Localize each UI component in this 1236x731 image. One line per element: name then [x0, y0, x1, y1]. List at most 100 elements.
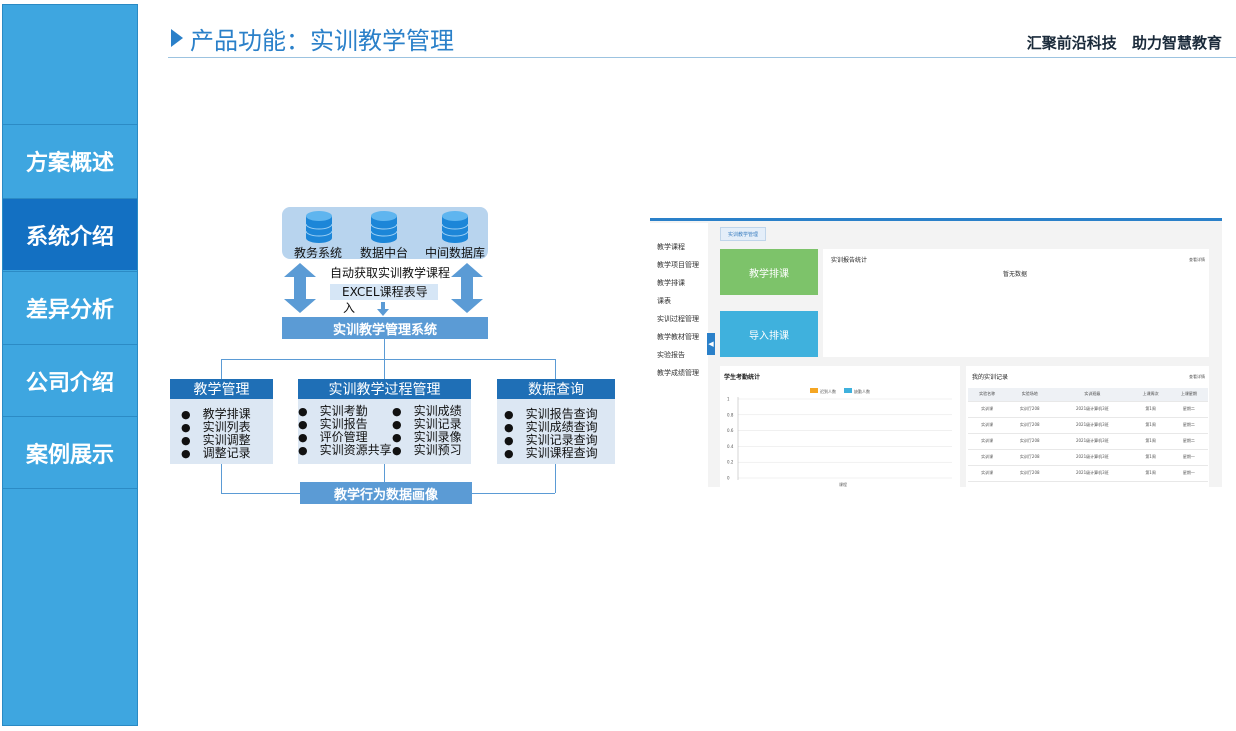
table-cell: 星期一	[1169, 449, 1208, 466]
table-cell: 实训课	[968, 433, 1007, 450]
database-icon	[441, 211, 469, 243]
table-cell: 2021级计算机3班	[1053, 401, 1132, 418]
app-menu-item[interactable]: 教学成绩管理	[657, 369, 699, 377]
table-cell: 实训厅208	[1006, 417, 1054, 434]
collapse-sidebar-icon[interactable]: ◀	[707, 333, 715, 355]
connector	[472, 493, 555, 494]
table-cell: 第1周	[1131, 417, 1170, 434]
connector	[555, 464, 556, 493]
schedule-button[interactable]: 教学排课	[720, 249, 818, 295]
connector	[221, 464, 222, 493]
table-cell: 实训课	[968, 401, 1007, 418]
sidebar-item-case-showcase[interactable]: 案例展示	[3, 416, 137, 488]
card-title: 实训报告统计	[831, 257, 868, 264]
legend-label: 缺勤人数	[854, 388, 870, 394]
module-item: 实训预习	[392, 444, 462, 457]
table-cell: 第1周	[1131, 433, 1170, 450]
table-header-row: 实验名称实验场地实训班级上课周次上课星期	[968, 388, 1208, 402]
view-details-link[interactable]: 查看详情	[1189, 374, 1205, 379]
import-schedule-button[interactable]: 导入排课	[720, 311, 818, 357]
y-tick-label: 0	[727, 476, 730, 481]
module-item: 调整记录	[181, 447, 251, 460]
y-tick-label: 0.8	[727, 412, 734, 417]
module-item: 实训记录查询	[504, 434, 598, 447]
module-title: 教学管理	[170, 379, 273, 399]
connector	[384, 339, 385, 359]
app-menu-item[interactable]: 教学项目管理	[657, 261, 699, 269]
down-arrow-icon	[377, 302, 389, 316]
table-cell: 2021级计算机3班	[1053, 433, 1132, 450]
empty-state: 暂无数据	[1003, 271, 1028, 278]
page-title: 产品功能：实训教学管理	[190, 27, 454, 55]
system-bar: 实训教学管理系统	[282, 317, 488, 339]
module-item: 实训课程查询	[504, 447, 598, 460]
x-tick-label: 课程	[839, 481, 847, 487]
sidebar-item-overview[interactable]: 方案概述	[3, 124, 137, 196]
table-cell: 实训厅208	[1006, 465, 1054, 482]
sidebar-item-system-intro[interactable]: 系统介绍	[3, 198, 137, 270]
legend-swatch-late	[810, 388, 818, 393]
module-title: 数据查询	[497, 379, 615, 399]
module-title: 实训教学过程管理	[298, 379, 471, 399]
module-item: 实训录像	[392, 431, 462, 444]
module-item: 实训成绩	[392, 405, 462, 418]
excel-import-wrap: 入	[343, 301, 356, 315]
app-sidebar: 教学课程 教学项目管理 教学排课 课表 实训过程管理 教学教材管理 实验报告 教…	[650, 223, 708, 487]
connector	[555, 359, 556, 379]
module-item: 实训调整	[181, 434, 251, 447]
sidebar-item-difference-analysis[interactable]: 差异分析	[3, 271, 137, 343]
y-tick-label: 0.2	[727, 460, 734, 465]
table-cell: 实训课	[968, 465, 1007, 482]
app-menu-item[interactable]: 课表	[657, 297, 671, 305]
module-item: 实训考勤	[298, 405, 368, 418]
card-title: 我的实训记录	[972, 374, 1009, 381]
database-icon	[370, 211, 398, 243]
table-cell: 2021级计算机3班	[1053, 465, 1132, 482]
sidebar-item-company-intro[interactable]: 公司介绍	[3, 344, 137, 416]
y-axis-ticks: 10.80.60.40.20	[727, 397, 952, 481]
app-tab[interactable]: 实训教学管理	[720, 227, 766, 241]
double-arrow-icon	[284, 263, 316, 313]
column-header: 上课周次	[1131, 388, 1170, 402]
attendance-chart: 迟到人数 缺勤人数 10.80.60.40.20 课程	[727, 388, 952, 487]
double-arrow-icon	[451, 263, 483, 313]
column-header: 实验名称	[968, 388, 1007, 402]
module-item: 实训资源共享	[298, 444, 392, 457]
table-cell: 第1周	[1131, 401, 1170, 418]
table-cell: 实训课	[968, 417, 1007, 434]
title-triangle-icon	[171, 29, 183, 47]
legend-label: 迟到人数	[820, 388, 836, 394]
header-divider	[168, 57, 1236, 58]
module-item: 评价管理	[298, 431, 368, 444]
portrait-bar: 教学行为数据画像	[300, 482, 472, 504]
app-menu-item[interactable]: 实验报告	[657, 351, 685, 359]
column-header: 上课星期	[1169, 388, 1208, 402]
y-tick-label: 1	[727, 397, 730, 402]
app-menu-item[interactable]: 教学教材管理	[657, 333, 699, 341]
table-cell: 实训课	[968, 449, 1007, 466]
app-menu-item[interactable]: 实训过程管理	[657, 315, 699, 323]
app-menu-item[interactable]: 教学排课	[657, 279, 685, 287]
view-details-link[interactable]: 查看详情	[1189, 257, 1205, 262]
table-cell: 实训厅208	[1006, 433, 1054, 450]
source-label: 教务系统	[294, 246, 343, 260]
database-icon	[305, 211, 333, 243]
module-item: 实训记录	[392, 418, 462, 431]
table-cell: 第1周	[1131, 449, 1170, 466]
report-stats-card: 实训报告统计 查看详情 暂无数据	[823, 249, 1209, 357]
app-menu-item[interactable]: 教学课程	[657, 243, 685, 251]
connector	[221, 359, 555, 360]
connector	[221, 359, 222, 379]
module-item: 实训报告	[298, 418, 368, 431]
module-item: 实训报告查询	[504, 408, 598, 421]
table-cell: 实训厅208	[1006, 401, 1054, 418]
card-title: 学生考勤统计	[724, 374, 761, 381]
